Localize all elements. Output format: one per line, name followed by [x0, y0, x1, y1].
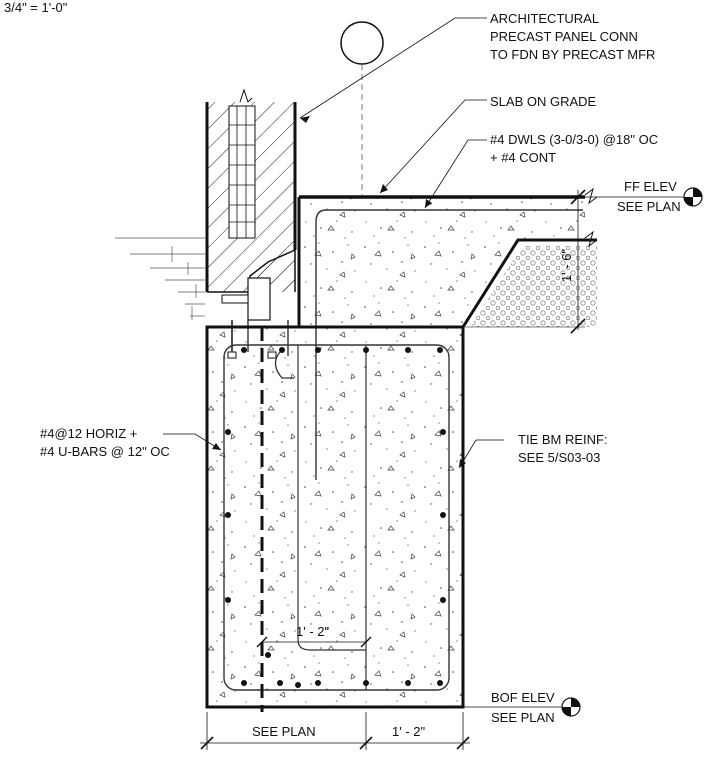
callout-precast-1: ARCHITECTURAL — [490, 11, 599, 26]
slab-on-grade — [297, 187, 598, 480]
callout-horiz-1: #4@12 HORIZ + — [40, 426, 137, 441]
dim-bottom-right: 1' - 2" — [392, 724, 425, 739]
inner-dimension: 1' - 2" — [256, 624, 372, 648]
dim-inner-offset: 1' - 2" — [296, 624, 329, 639]
bottom-dimension-string: SEE PLAN 1' - 2" — [200, 712, 470, 750]
scale-note: 3/4" = 1'-0" — [4, 0, 68, 15]
callout-dowels-1: #4 DWLS (3-0/3-0) @18" OC — [490, 132, 658, 147]
callout-precast-2: PRECAST PANEL CONN — [490, 29, 638, 44]
callout-tie-beam-1: TIE BM REINF: — [518, 432, 608, 447]
ff-elevation-marker: FF ELEV SEE PLAN — [585, 179, 700, 214]
tie-beam — [205, 325, 465, 712]
callout-precast-3: TO FDN BY PRECAST MFR — [490, 47, 655, 62]
ff-see-plan-label: SEE PLAN — [617, 199, 681, 214]
soil-hatch — [115, 237, 205, 320]
callout-horiz-2: #4 U-BARS @ 12" OC — [40, 444, 170, 459]
ff-elev-label: FF ELEV — [624, 179, 677, 194]
dim-slab-thickening: 1' - 6" — [559, 249, 574, 282]
callout-dowels-2: + #4 CONT — [490, 150, 556, 165]
leaders — [163, 17, 504, 469]
bof-elev-label: BOF ELEV — [491, 690, 555, 705]
ff-target-symbol — [683, 187, 703, 207]
callout-slab: SLAB ON GRADE — [490, 94, 597, 109]
precast-panel — [205, 88, 297, 293]
bof-elevation-marker: BOF ELEV SEE PLAN — [463, 690, 581, 725]
bof-see-plan-label: SEE PLAN — [491, 710, 555, 725]
section-bubble — [340, 21, 384, 65]
rebar-dots — [225, 347, 446, 688]
leader-arrowheads — [212, 116, 466, 468]
slab-thickness-dimension: 1' - 6" — [559, 189, 586, 334]
dim-bottom-left: SEE PLAN — [252, 724, 316, 739]
callout-tie-beam-2: SEE 5/S03-03 — [518, 450, 600, 465]
